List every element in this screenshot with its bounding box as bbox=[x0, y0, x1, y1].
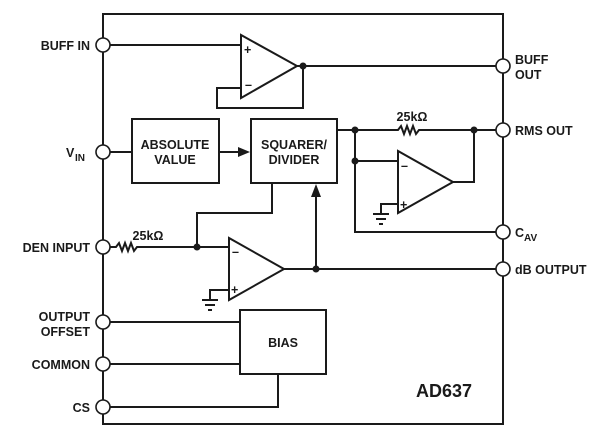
pins bbox=[95, 37, 511, 415]
pin-cav bbox=[495, 224, 511, 240]
label-output-offset-1: OUTPUT bbox=[39, 310, 91, 324]
svg-text:–: – bbox=[245, 78, 252, 92]
svg-text:+: + bbox=[400, 198, 407, 212]
svg-text:+: + bbox=[244, 43, 251, 57]
squarer-divider-block bbox=[250, 118, 338, 184]
bias-block bbox=[239, 309, 327, 375]
chip-name: AD637 bbox=[416, 381, 472, 401]
ground-icon bbox=[202, 299, 218, 311]
label-den-input: DEN INPUT bbox=[23, 241, 91, 255]
bias-label: BIAS bbox=[268, 336, 298, 350]
label-buff-out-2: OUT bbox=[515, 68, 542, 82]
pin-rms-out bbox=[495, 122, 511, 138]
label-common: COMMON bbox=[32, 358, 90, 372]
chip-outline bbox=[102, 13, 504, 425]
label-rms-out: RMS OUT bbox=[515, 124, 573, 138]
pin-cs bbox=[95, 399, 111, 415]
squarer-label-1: SQUARER/ bbox=[261, 138, 328, 152]
label-db-output: dB OUTPUT bbox=[515, 263, 587, 277]
svg-text:+: + bbox=[231, 283, 238, 297]
rms-filter-amplifier: 25kΩ – + bbox=[337, 110, 503, 233]
ground-icon bbox=[373, 213, 389, 225]
pin-buff-out bbox=[495, 58, 511, 74]
label-cav-sub: AV bbox=[524, 233, 537, 244]
absolute-value-label-1: ABSOLUTE bbox=[141, 138, 210, 152]
arrow-icon bbox=[311, 184, 321, 197]
pin-den-input bbox=[95, 239, 111, 255]
buffer-amplifier: + – bbox=[103, 33, 503, 109]
label-vin: V bbox=[66, 146, 75, 160]
label-output-offset-2: OFFSET bbox=[41, 325, 91, 339]
pin-db-output bbox=[495, 261, 511, 277]
db-amplifier: 25kΩ – + bbox=[103, 183, 503, 311]
pin-common bbox=[95, 356, 111, 372]
label-buff-out-1: BUFF bbox=[515, 53, 549, 67]
svg-text:–: – bbox=[232, 245, 239, 259]
svg-text:–: – bbox=[401, 159, 408, 173]
absolute-value-label-2: VALUE bbox=[154, 153, 195, 167]
pin-buff-in bbox=[95, 37, 111, 53]
label-cav: C bbox=[515, 226, 524, 240]
squarer-label-2: DIVIDER bbox=[269, 153, 320, 167]
label-vin-sub: IN bbox=[75, 153, 85, 164]
label-cs: CS bbox=[73, 401, 90, 415]
resistor-label: 25kΩ bbox=[133, 229, 164, 243]
pin-vin bbox=[95, 144, 111, 160]
resistor-label: 25kΩ bbox=[397, 110, 428, 124]
label-buff-in: BUFF IN bbox=[41, 39, 90, 53]
arrow-icon bbox=[238, 147, 250, 157]
pin-output-offset bbox=[95, 314, 111, 330]
